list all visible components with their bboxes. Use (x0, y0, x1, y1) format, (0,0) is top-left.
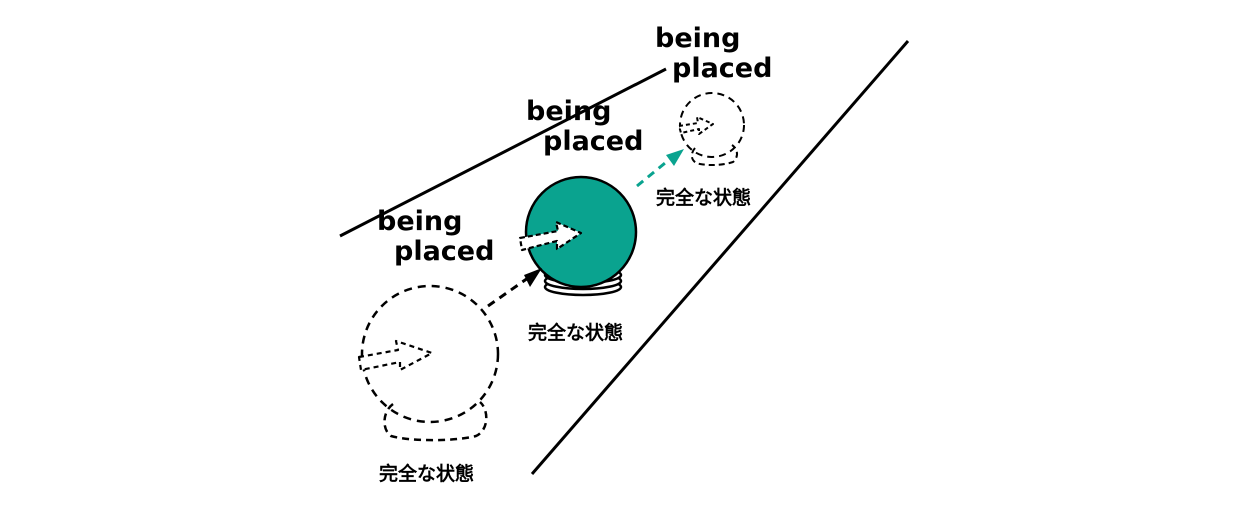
sphere-base-dashed-small (690, 144, 738, 167)
upper-diagonal-line (339, 67, 667, 238)
state-caption-1: 完全な状態 (379, 463, 475, 485)
placing-label-2-line1: being (526, 96, 612, 127)
placing-label-3-line1: being (655, 23, 741, 54)
transition-arrow-1-shaft (487, 276, 529, 308)
teal-sphere (518, 175, 638, 297)
placing-label-2-line2: placed (543, 126, 644, 157)
placing-label-1-line1: being (377, 206, 463, 237)
teal-sphere-arrow (518, 220, 583, 252)
placing-label-3-line2: placed (672, 53, 773, 84)
transition-arrow-1-head (524, 268, 542, 287)
sphere-arrow-dashed-small (678, 116, 714, 135)
transition-arrow-1 (487, 268, 542, 308)
placing-label-1-line2: placed (394, 236, 495, 267)
state-caption-2: 完全な状態 (528, 322, 624, 344)
sphere-outline-dashed (360, 284, 500, 424)
placing-label-1: being placed (377, 207, 494, 267)
transition-arrow-2-shaft (636, 157, 671, 188)
state-caption-3: 完全な状態 (656, 187, 752, 209)
sphere-arrow-dashed (357, 339, 434, 372)
dashed-sphere-large (357, 284, 500, 442)
placing-label-3: being placed (655, 24, 772, 84)
dashed-sphere-small (678, 92, 745, 167)
transition-arrow-2 (636, 149, 684, 188)
transition-arrow-2-head (666, 149, 684, 166)
lower-diagonal-line (530, 40, 910, 475)
placing-label-2: being placed (526, 97, 643, 157)
